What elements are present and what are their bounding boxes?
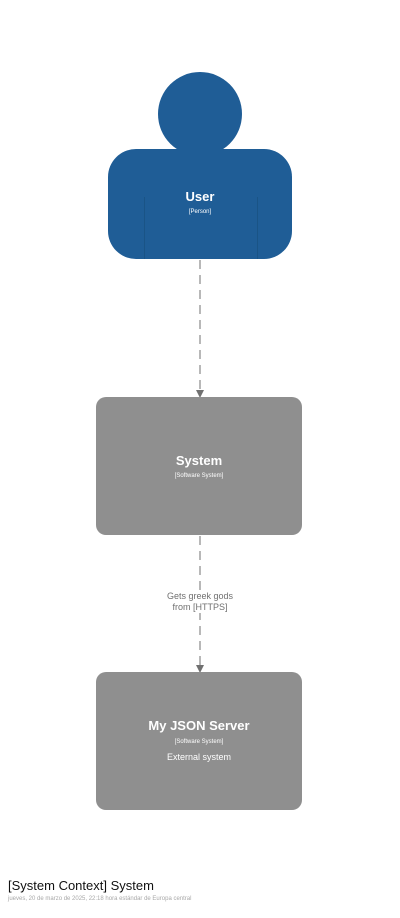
system-element[interactable]: System [Software System] [96, 397, 302, 535]
json-server-element[interactable]: My JSON Server [Software System] Externa… [96, 672, 302, 810]
user-person-head [158, 72, 242, 156]
system-name: System [175, 453, 223, 468]
user-name: User [185, 189, 215, 204]
json-server-type: [Software System] [174, 739, 224, 745]
json-server-name: My JSON Server [148, 718, 250, 733]
relationship-label: Gets greek gods from [HTTPS] [130, 591, 270, 613]
diagram-title: [System Context] System [8, 878, 154, 893]
diagram-date: jueves, 20 de marzo de 2025, 22:18 hora … [8, 896, 192, 902]
user-person-element[interactable]: User [Person] [108, 149, 292, 259]
system-type: [Software System] [174, 473, 224, 479]
relationship-label-line2: from [HTTPS] [172, 602, 228, 612]
relationship-label-line1: Gets greek gods [166, 591, 234, 601]
person-body-divider [144, 197, 258, 259]
json-server-description: External system [166, 752, 232, 762]
user-type: [Person] [188, 209, 212, 215]
